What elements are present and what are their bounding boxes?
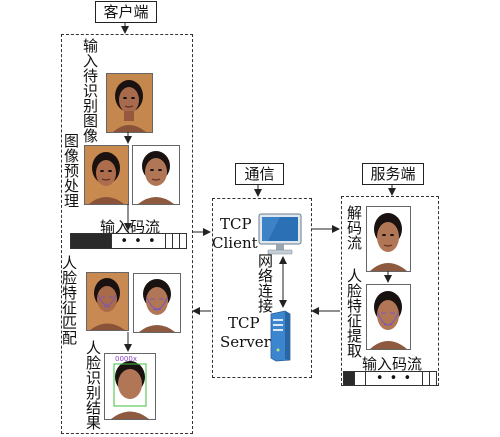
result-id-tag: 0000x (115, 355, 137, 363)
face-portrait (367, 207, 410, 271)
face-portrait (367, 285, 410, 349)
stream-cell (173, 234, 180, 248)
input-face-image (106, 73, 153, 133)
server-title: 服务端 (362, 163, 424, 185)
face-portrait (105, 354, 155, 419)
face-portrait (85, 146, 128, 204)
client-panel (61, 34, 193, 434)
tcp-server-label-line1: TCP (228, 314, 260, 332)
face-portrait (133, 146, 179, 204)
decoded-face-image (366, 206, 411, 272)
stream-cell (423, 372, 430, 385)
stream-cell (344, 372, 355, 385)
server-bitstream: • • • (343, 371, 437, 386)
network-connection-label: 网络连接 (256, 253, 274, 313)
server-stream-label: 输入码流 (362, 355, 423, 373)
stream-cell (71, 234, 112, 248)
stream-cell (166, 234, 173, 248)
stream-cell (430, 372, 436, 385)
stream-dots: • • • (112, 234, 166, 249)
client-title: 客户端 (95, 1, 157, 23)
match-face-color (86, 272, 129, 331)
step-preprocess-label: 图像预处理 (62, 133, 80, 208)
result-face-image: 0000x (104, 353, 156, 420)
preprocessed-face-color (84, 145, 129, 205)
face-portrait (107, 74, 152, 132)
tcp-client-label-line2: Client (212, 234, 258, 252)
monitor-icon (258, 213, 302, 255)
stream-cell (355, 372, 366, 385)
feature-face-image (366, 284, 411, 350)
comm-panel (212, 198, 312, 378)
comm-title: 通信 (235, 163, 284, 185)
face-portrait (87, 273, 128, 330)
tcp-server-label-line2: Server (220, 333, 271, 351)
stream-cell (180, 234, 186, 248)
step-result-label: 人脸识别结果 (84, 340, 102, 430)
step-decode-label: 解码流 (345, 205, 363, 250)
server-icon (268, 310, 292, 362)
step-input-image-label: 输入待识别图像 (81, 38, 99, 143)
face-portrait (134, 274, 180, 332)
step-extract-label: 人脸特征提取 (345, 268, 363, 358)
preprocessed-face-gray (132, 145, 180, 205)
tcp-client-label-line1: TCP (220, 215, 252, 233)
match-face-gray (133, 273, 181, 333)
client-bitstream: • • • (70, 233, 187, 249)
stream-dots: • • • (366, 371, 423, 386)
step-match-label: 人脸特征匹配 (60, 255, 78, 345)
